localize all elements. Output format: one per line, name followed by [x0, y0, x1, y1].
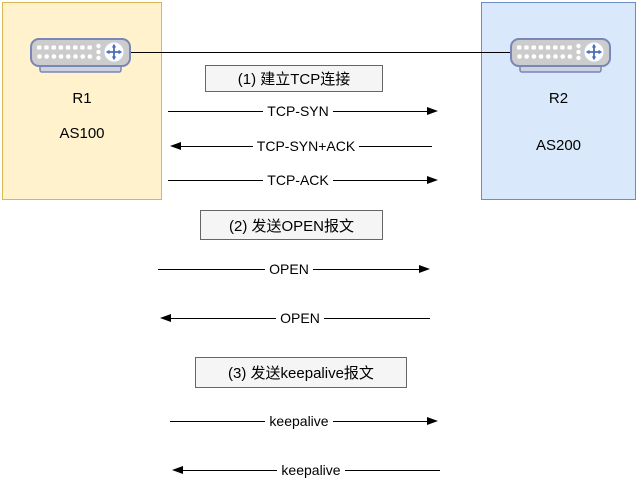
step-3-send-keepalive-box: (3) 发送keepalive报文	[195, 357, 407, 388]
message-label: keepalive	[281, 462, 341, 478]
router-icon	[510, 38, 611, 73]
arrow-line	[170, 317, 277, 319]
router-icon	[30, 38, 131, 73]
arrow-line	[332, 110, 429, 112]
message-tcp-ack: TCP-ACK	[168, 170, 439, 190]
arrowhead-right-icon	[427, 417, 438, 425]
arrow-line	[158, 268, 266, 270]
arrow-line	[168, 110, 264, 112]
message-keepalive-right: keepalive	[170, 411, 438, 431]
arrowhead-left-icon	[172, 466, 183, 474]
message-label: TCP-ACK	[267, 172, 329, 188]
arrowhead-left-icon	[170, 142, 181, 150]
as200-zone	[481, 2, 636, 200]
arrow-line	[359, 145, 433, 147]
message-label: OPEN	[280, 310, 320, 326]
arrowhead-left-icon	[160, 314, 171, 322]
message-label: TCP-SYN	[267, 103, 329, 119]
peer-link-line	[131, 52, 511, 53]
message-label: OPEN	[269, 261, 309, 277]
arrow-line	[312, 268, 420, 270]
arrowhead-right-icon	[427, 107, 439, 115]
as100-zone	[2, 2, 162, 200]
arrow-line	[170, 420, 266, 422]
router-r1-as-label: AS100	[59, 125, 105, 142]
step-1-establish-tcp-box: (1) 建立TCP连接	[205, 65, 383, 92]
message-tcp-syn-ack: TCP-SYN+ACK	[170, 136, 433, 156]
message-label: keepalive	[269, 413, 329, 429]
router-r2-as-label: AS200	[535, 137, 582, 154]
arrow-line	[168, 179, 264, 181]
arrow-line	[332, 179, 429, 181]
router-r1-label: R1	[72, 90, 92, 107]
message-open-left: OPEN	[160, 308, 430, 328]
arrowhead-right-icon	[419, 265, 430, 273]
message-open-right: OPEN	[158, 259, 430, 279]
router-r2-label: R2	[548, 90, 569, 107]
arrow-line	[332, 420, 428, 422]
arrowhead-right-icon	[427, 176, 439, 184]
step-2-send-open-box: (2) 发送OPEN报文	[200, 210, 383, 240]
message-label: TCP-SYN+ACK	[256, 138, 356, 154]
message-tcp-syn: TCP-SYN	[168, 101, 439, 121]
arrow-line	[182, 469, 278, 471]
arrow-line	[344, 469, 440, 471]
arrow-line	[323, 317, 430, 319]
message-keepalive-left: keepalive	[172, 460, 440, 480]
arrow-line	[180, 145, 253, 147]
